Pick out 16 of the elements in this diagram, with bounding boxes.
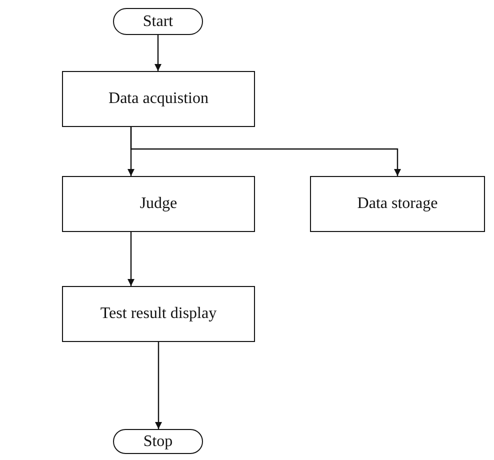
node-label: Stop: [143, 432, 173, 450]
node-label: Data storage: [357, 195, 438, 213]
node-label: Judge: [140, 195, 178, 213]
arrow: [128, 232, 134, 286]
process-box: [310, 176, 485, 232]
node-label: Data acquistion: [108, 90, 208, 108]
node-label: Test result display: [100, 305, 217, 323]
arrow: [155, 342, 162, 429]
terminal-shape: [113, 429, 203, 454]
process-box: [62, 286, 255, 342]
arrow: [154, 35, 162, 71]
arrow: [130, 127, 401, 176]
terminal-shape: [113, 8, 203, 35]
process-box: [62, 71, 255, 127]
process-box: [62, 176, 255, 232]
node-label: Start: [142, 12, 174, 30]
